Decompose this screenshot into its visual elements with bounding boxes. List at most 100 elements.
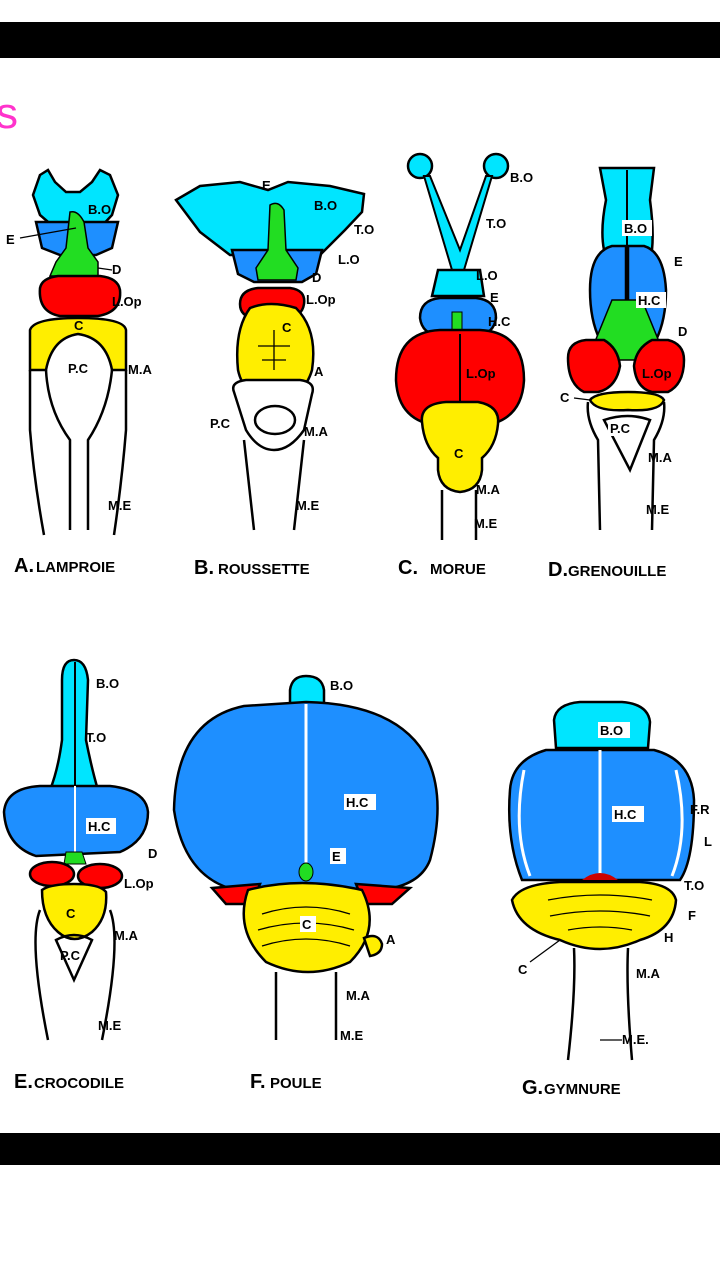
slide-title-fragment: s bbox=[0, 89, 18, 138]
diencephale-shape bbox=[48, 210, 99, 277]
label-c: C bbox=[518, 962, 528, 977]
moelle-outline bbox=[440, 490, 478, 540]
label-c: C bbox=[302, 917, 312, 932]
label-f: F bbox=[688, 908, 696, 923]
bulbe-olfactif-shape bbox=[31, 168, 120, 230]
label-e: E bbox=[490, 290, 499, 305]
label-a: A bbox=[386, 932, 396, 947]
label-pc: P.C bbox=[68, 361, 89, 376]
label-lop: L.Op bbox=[642, 366, 672, 381]
label-ma: M.A bbox=[114, 928, 138, 943]
label-lo: L.O bbox=[338, 252, 360, 267]
caption-name: CROCODILE bbox=[34, 1075, 124, 1092]
poche-outline bbox=[54, 933, 94, 984]
hemisphere-shape bbox=[507, 748, 696, 882]
label-e: E bbox=[674, 254, 683, 269]
caption-letter: A. bbox=[14, 555, 34, 577]
label-bo: B.O bbox=[96, 676, 119, 691]
lobe-optique-right bbox=[632, 338, 686, 394]
lobes-optiques-shape bbox=[38, 274, 122, 318]
label-hc: H.C bbox=[614, 807, 637, 822]
moelle-outline bbox=[242, 439, 306, 531]
caption-name: MORUE bbox=[430, 561, 486, 578]
label-me: M.E bbox=[108, 498, 131, 513]
label-a: A bbox=[314, 364, 324, 379]
poche-outline bbox=[602, 414, 652, 473]
label-l: L bbox=[704, 834, 712, 849]
label-to: T.O bbox=[354, 222, 374, 237]
label-hc: H.C bbox=[638, 293, 661, 308]
caption-name: GRENOUILLE bbox=[568, 563, 666, 580]
label-ma: M.A bbox=[648, 450, 672, 465]
label-d: D bbox=[148, 846, 157, 861]
cervelet-shape bbox=[40, 882, 108, 941]
brain-panel-crocodile: B.O T.O H.C D L.Op C M.A P.C M.E E. CROC… bbox=[2, 658, 157, 1093]
moelle-outline bbox=[34, 909, 116, 1041]
top-black-bar bbox=[0, 22, 720, 58]
label-hc: H.C bbox=[88, 819, 111, 834]
diencephale-shape bbox=[298, 862, 314, 882]
label-bo: B.O bbox=[600, 723, 623, 738]
label-ma: M.A bbox=[128, 362, 152, 377]
label-fr: F.R bbox=[690, 802, 710, 817]
moelle-outline bbox=[28, 370, 128, 536]
label-d: D bbox=[312, 270, 321, 285]
caption-letter: C. bbox=[398, 557, 418, 579]
label-me: M.E bbox=[98, 1018, 121, 1033]
label-lop: L.Op bbox=[466, 366, 496, 381]
label-c: C bbox=[66, 906, 76, 921]
label-me: M.E bbox=[296, 498, 319, 513]
lobe-olfactif-shape bbox=[430, 268, 486, 298]
label-bo: B.O bbox=[624, 221, 647, 236]
label-hc: H.C bbox=[346, 795, 369, 810]
bottom-black-bar bbox=[0, 1133, 720, 1165]
label-to: T.O bbox=[86, 730, 106, 745]
brain-panel-poule: B.O H.C E C A M.A M.E F. POULE bbox=[172, 674, 439, 1093]
lobes-optiques-shape bbox=[582, 873, 618, 880]
brain-panel-gymnure: B.O H.C F.R L T.O F H C M.A M.E. G. GYMN… bbox=[507, 700, 712, 1099]
label-lop: L.Op bbox=[112, 294, 142, 309]
label-bo: B.O bbox=[330, 678, 353, 693]
diencephale-shape bbox=[63, 851, 87, 865]
label-e: E bbox=[332, 849, 341, 864]
label-lop: L.Op bbox=[124, 876, 154, 891]
diencephale-shape bbox=[255, 202, 299, 281]
label-lop: L.Op bbox=[306, 292, 336, 307]
lobe-optique-left bbox=[566, 338, 622, 394]
label-c: C bbox=[560, 390, 570, 405]
label-pc: P.C bbox=[610, 421, 631, 436]
caption-letter: F. bbox=[250, 1071, 266, 1093]
caption-letter: D. bbox=[548, 559, 568, 581]
label-me: M.E bbox=[340, 1028, 363, 1043]
label-d: D bbox=[678, 324, 687, 339]
caption-letter: G. bbox=[522, 1077, 543, 1099]
brain-panel-morue: B.O T.O L.O E H.C L.Op C M.A M.E C. MORU… bbox=[394, 152, 533, 579]
caption-name: POULE bbox=[270, 1075, 322, 1092]
moelle-outline bbox=[566, 947, 634, 1061]
label-bo: B.O bbox=[88, 202, 111, 217]
cervelet-shape bbox=[588, 390, 666, 412]
bulbe-olfactif-shape bbox=[288, 674, 326, 710]
cervelet-shape bbox=[510, 880, 678, 951]
brain-comparison-diagram: B.O E D L.Op C P.C M.A M.E A. LAMPROIE E… bbox=[2, 152, 712, 1099]
label-me: M.E bbox=[646, 502, 669, 517]
label-h: H bbox=[664, 930, 673, 945]
label-bo: B.O bbox=[510, 170, 533, 185]
label-me: M.E bbox=[474, 516, 497, 531]
label-pc: P.C bbox=[210, 416, 231, 431]
label-c: C bbox=[454, 446, 464, 461]
brain-panel-roussette: E B.O T.O L.O D L.Op C A P.C M.A M.E B. … bbox=[174, 178, 374, 579]
moelle-outline bbox=[586, 401, 666, 531]
label-to: T.O bbox=[486, 216, 506, 231]
label-ma: M.A bbox=[304, 424, 328, 439]
label-ma: M.A bbox=[636, 966, 660, 981]
bulbe-olfactif-right bbox=[482, 152, 510, 180]
moelle-outline bbox=[274, 972, 338, 1040]
poche-outline bbox=[253, 404, 297, 436]
tractus-olfactif-shape bbox=[422, 175, 494, 271]
caption-letter: B. bbox=[194, 557, 214, 579]
label-pc: P.C bbox=[60, 948, 81, 963]
auricule-shape bbox=[362, 934, 384, 958]
bulbe-olfactif-left bbox=[406, 152, 434, 180]
label-to: T.O bbox=[684, 878, 704, 893]
